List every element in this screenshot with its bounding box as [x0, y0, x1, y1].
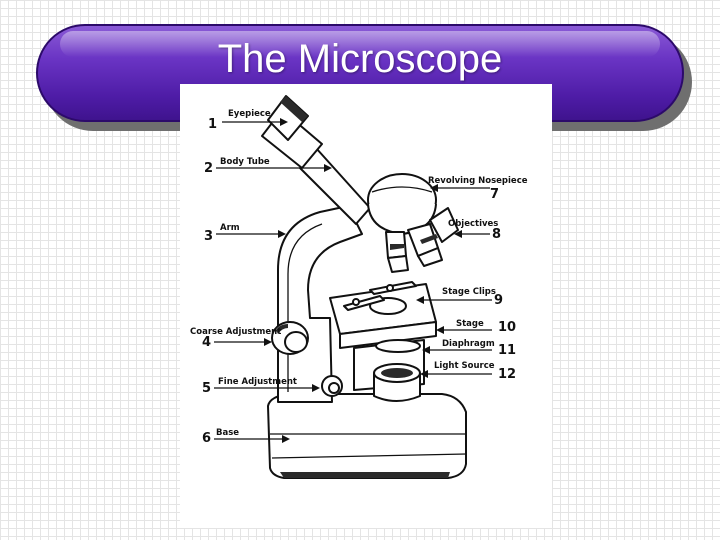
label-arm: 3 Arm: [204, 223, 286, 244]
svg-text:12: 12: [498, 367, 516, 382]
svg-text:Fine Adjustment: Fine Adjustment: [218, 377, 297, 387]
svg-text:6: 6: [202, 431, 211, 446]
microscope-stage: [330, 282, 436, 348]
label-light-source: Light Source 12: [420, 361, 516, 382]
svg-text:Light Source: Light Source: [434, 361, 495, 371]
svg-text:Stage: Stage: [456, 319, 484, 329]
svg-text:Eyepiece: Eyepiece: [228, 109, 271, 119]
slide-title: The Microscope: [0, 34, 720, 84]
svg-text:11: 11: [498, 343, 516, 358]
svg-text:Diaphragm: Diaphragm: [442, 339, 495, 349]
svg-text:Objectives: Objectives: [448, 219, 498, 229]
svg-text:5: 5: [202, 381, 211, 396]
microscope-base: [268, 394, 466, 478]
svg-text:9: 9: [494, 293, 503, 308]
svg-text:8: 8: [492, 227, 501, 242]
label-revolving-nosepiece: Revolving Nosepiece 7: [428, 176, 528, 202]
label-stage: Stage 10: [436, 319, 516, 335]
light-source: [374, 364, 420, 401]
label-diaphragm: Diaphragm 11: [422, 339, 516, 358]
svg-text:Revolving Nosepiece: Revolving Nosepiece: [428, 176, 528, 186]
svg-text:1: 1: [208, 117, 217, 132]
svg-text:Arm: Arm: [220, 223, 240, 233]
svg-text:Base: Base: [216, 428, 239, 438]
svg-text:7: 7: [490, 187, 499, 202]
svg-text:Stage Clips: Stage Clips: [442, 287, 496, 297]
svg-text:Body Tube: Body Tube: [220, 157, 270, 167]
svg-text:4: 4: [202, 335, 211, 350]
svg-text:2: 2: [204, 161, 213, 176]
svg-text:3: 3: [204, 229, 213, 244]
svg-text:10: 10: [498, 320, 516, 335]
fine-adjustment-knob: [322, 376, 342, 396]
microscope-diagram: 1 Eyepiece 2 Body Tube 3 Arm Coarse Adju…: [180, 84, 552, 528]
label-coarse-adjustment: Coarse Adjustment 4: [190, 327, 281, 350]
